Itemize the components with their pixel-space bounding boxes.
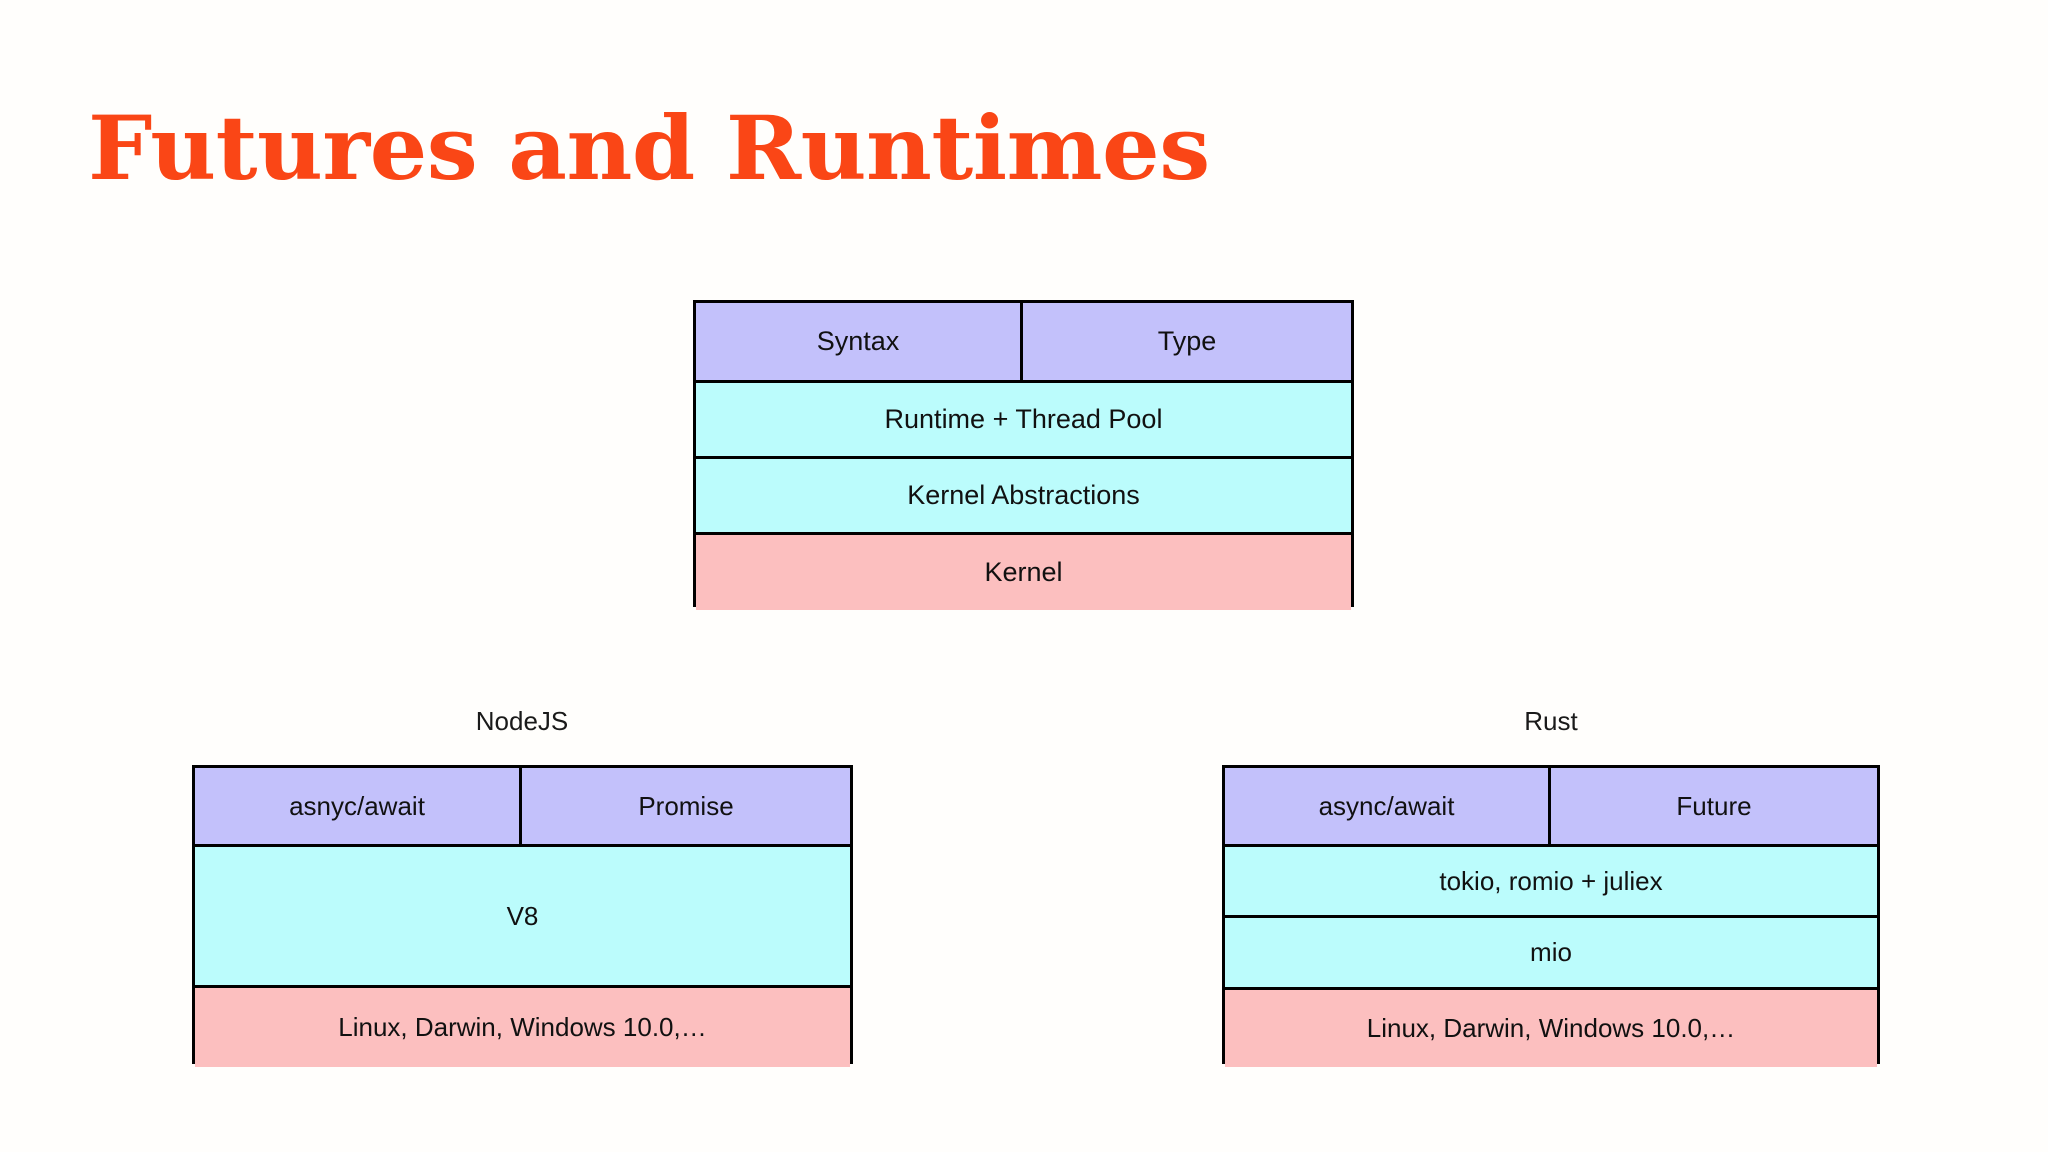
stack-diagram-nodejs: asnyc/await Promise V8 Linux, Darwin, Wi…	[192, 765, 853, 1067]
stack-row-kernel-abstractions: Kernel Abstractions	[696, 459, 1351, 535]
stack-cell-type: Type	[1023, 303, 1351, 380]
diagram-caption-rust: Rust	[1524, 706, 1578, 736]
stack-row-rust-runtime: tokio, romio + juliex	[1225, 847, 1877, 918]
stack-cell-rust-mio: mio	[1225, 918, 1877, 987]
stack-row-syntax-type: Syntax Type	[696, 303, 1351, 383]
stack-cell-rust-future: Future	[1551, 768, 1877, 844]
stack-row-nodejs-syntax-type: asnyc/await Promise	[195, 768, 850, 847]
stack-cell-kernel: Kernel	[696, 535, 1351, 610]
stack-cell-nodejs-v8: V8	[195, 847, 850, 985]
stack-cell-rust-async-await: async/await	[1225, 768, 1551, 844]
stack-diagram-generic: Syntax Type Runtime + Thread Pool Kernel…	[693, 300, 1354, 610]
stack-cell-nodejs-async-await: asnyc/await	[195, 768, 522, 844]
diagram-caption-nodejs: NodeJS	[475, 706, 569, 736]
stack-row-rust-syntax-type: async/await Future	[1225, 768, 1877, 847]
page-title: Futures and Runtimes	[88, 96, 1210, 200]
stack-cell-nodejs-promise: Promise	[522, 768, 850, 844]
stack-row-nodejs-engine: V8	[195, 847, 850, 988]
stack-row-nodejs-os: Linux, Darwin, Windows 10.0,…	[195, 988, 850, 1067]
stack-diagram-rust: async/await Future tokio, romio + juliex…	[1222, 765, 1880, 1067]
stack-row-rust-os: Linux, Darwin, Windows 10.0,…	[1225, 990, 1877, 1067]
stack-cell-runtime-thread-pool: Runtime + Thread Pool	[696, 383, 1351, 456]
stack-cell-nodejs-operating-systems: Linux, Darwin, Windows 10.0,…	[195, 988, 850, 1067]
stack-cell-kernel-abstractions: Kernel Abstractions	[696, 459, 1351, 532]
stack-row-kernel: Kernel	[696, 535, 1351, 610]
stack-cell-rust-operating-systems: Linux, Darwin, Windows 10.0,…	[1225, 990, 1877, 1067]
stack-row-runtime: Runtime + Thread Pool	[696, 383, 1351, 459]
stack-cell-syntax: Syntax	[696, 303, 1023, 380]
stack-row-rust-poll-layer: mio	[1225, 918, 1877, 990]
stack-cell-rust-tokio-romio-juliex: tokio, romio + juliex	[1225, 847, 1877, 915]
